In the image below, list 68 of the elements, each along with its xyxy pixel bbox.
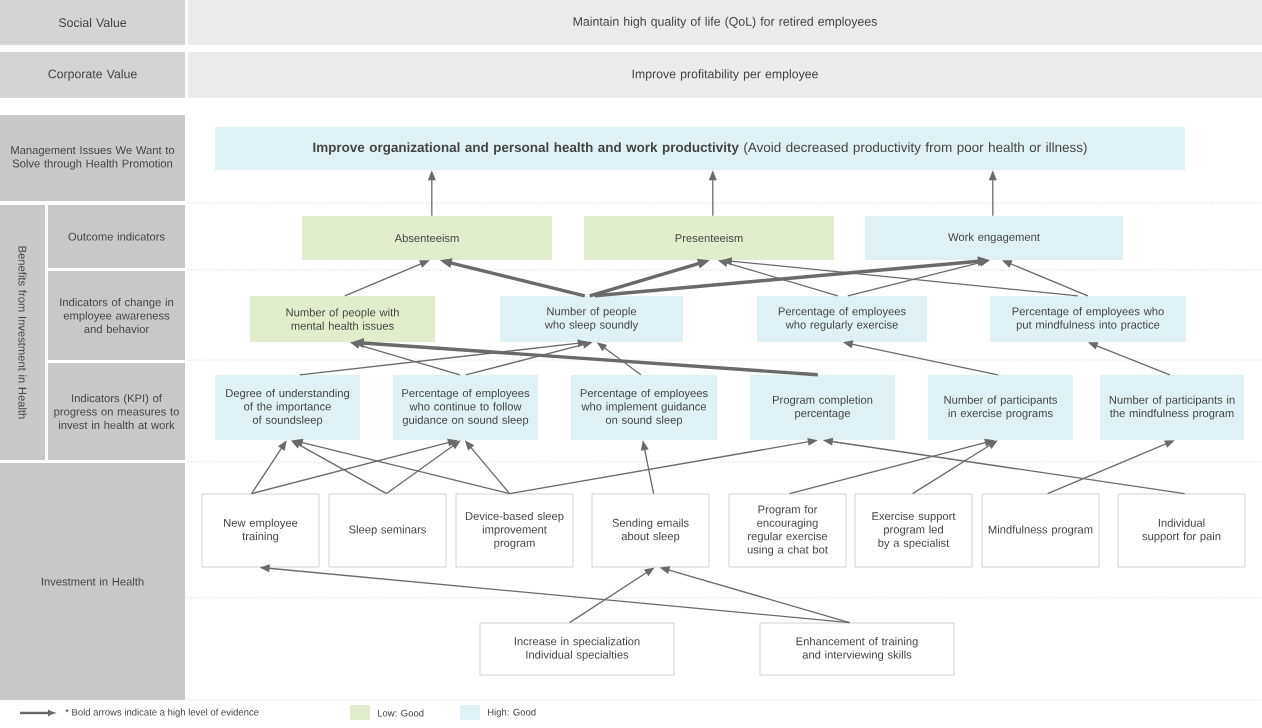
row-header: Indicators (KPI) of progress on measures to invest in health at work bbox=[48, 363, 185, 460]
measure-box: Sending emails about sleep bbox=[591, 493, 710, 568]
arrow bbox=[439, 258, 586, 298]
arrow bbox=[717, 259, 839, 297]
arrow bbox=[988, 170, 997, 217]
indicator-box: Work engagement bbox=[865, 216, 1123, 260]
measure-box: Mindfulness program bbox=[981, 493, 1100, 568]
arrow bbox=[1087, 342, 1171, 376]
arrow bbox=[596, 342, 642, 376]
header-cell: Social Value bbox=[0, 0, 185, 45]
row-header: Outcome indicators bbox=[48, 205, 185, 268]
arrow bbox=[589, 258, 710, 298]
arrow bbox=[290, 440, 388, 495]
arrow bbox=[465, 340, 593, 376]
arrow bbox=[911, 440, 998, 495]
header-cell: Corporate Value bbox=[0, 52, 185, 98]
indicator-box: Number of people who sleep soundly bbox=[500, 296, 683, 342]
arrow bbox=[788, 438, 995, 495]
measure-box: Increase in specialization Individual specialties bbox=[479, 622, 675, 676]
arrow bbox=[427, 170, 436, 217]
indicator-box: Percentage of employees who continue to follow guidance on sound sleep bbox=[393, 375, 538, 440]
arrow bbox=[568, 567, 655, 624]
arrow bbox=[508, 437, 818, 495]
row-header: Benefits from Investment in Health bbox=[0, 205, 45, 460]
header-cell: Improve profitability per employee bbox=[188, 52, 1262, 98]
arrow bbox=[259, 564, 851, 624]
measure-box: Exercise support program led by a specialist bbox=[854, 493, 973, 568]
arrow bbox=[708, 170, 717, 217]
measure-box: New employee training bbox=[201, 493, 320, 568]
measure-box: Device-based sleep improvement program bbox=[455, 493, 574, 568]
indicator-box: Percentage of employees who put mindfulness into practice bbox=[990, 296, 1186, 342]
row-header: Indicators of change in employee awareness and behavior bbox=[48, 271, 185, 360]
arrow bbox=[640, 440, 655, 495]
indicator-box: Degree of understanding of the importance of soundsleep bbox=[215, 375, 360, 440]
legend-label: * Bold arrows indicate a high level of evidence bbox=[65, 708, 259, 718]
measure-box: Enhancement of training and interviewing skills bbox=[759, 622, 955, 676]
arrow bbox=[385, 440, 461, 495]
arrow bbox=[721, 257, 1079, 297]
measure-box: Individual support for pain bbox=[1117, 493, 1246, 568]
goal-box: Improve organizational and personal health and work productivity (Avoid decreased productivity from poor health or illness) bbox=[215, 127, 1185, 170]
measure-box: Program for encouraging regular exercise using a chat bot bbox=[728, 493, 847, 568]
arrow bbox=[847, 258, 990, 297]
measure-box: Sleep seminars bbox=[328, 493, 447, 568]
indicator-box: Absenteeism bbox=[302, 216, 552, 260]
arrow bbox=[344, 260, 430, 297]
arrow bbox=[292, 438, 511, 495]
row-header: Management Issues We Want to Solve through Health Promotion bbox=[0, 115, 185, 201]
indicator-box: Percentage of employees who implement guidance on sound sleep bbox=[571, 375, 717, 440]
indicator-box: Percentage of employees who regularly exercise bbox=[757, 296, 927, 342]
arrow bbox=[1001, 260, 1089, 297]
arrow bbox=[464, 440, 511, 495]
row-header: Investment in Health bbox=[0, 463, 185, 700]
arrow bbox=[659, 566, 851, 624]
indicator-box: Number of people with mental health issues bbox=[250, 296, 435, 342]
header-cell: Maintain high quality of life (QoL) for retired employees bbox=[188, 0, 1262, 45]
arrow bbox=[351, 338, 818, 377]
indicator-box: Number of participants in exercise programs bbox=[928, 375, 1073, 440]
arrow bbox=[1046, 440, 1175, 495]
arrow bbox=[250, 440, 287, 495]
arrow bbox=[822, 437, 1186, 495]
legend-label: High: Good bbox=[488, 708, 536, 718]
arrow bbox=[842, 340, 999, 376]
arrow bbox=[250, 438, 458, 495]
indicator-box: Program completion percentage bbox=[750, 375, 895, 440]
indicator-box: Presenteeism bbox=[584, 216, 834, 260]
indicator-box: Number of participants in the mindfulness program bbox=[1100, 375, 1244, 440]
arrow bbox=[594, 256, 990, 298]
legend-label: Low: Good bbox=[378, 709, 424, 717]
